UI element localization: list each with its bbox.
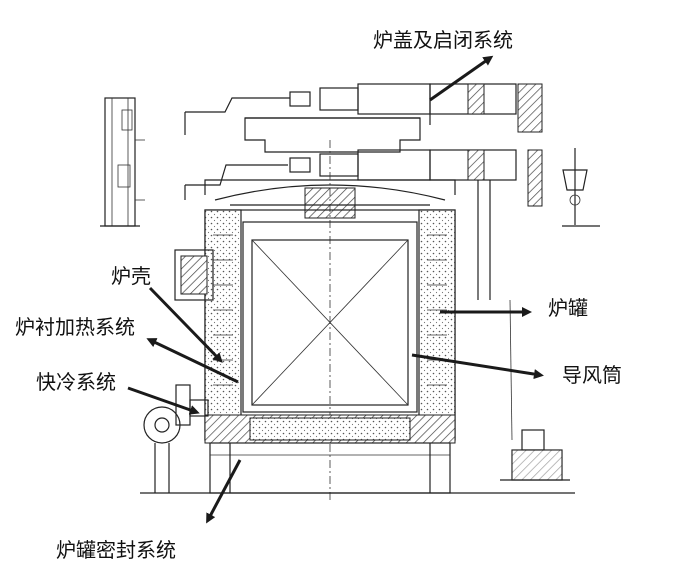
right-side-equipment [527, 148, 600, 227]
label-furnace-shell: 炉壳 [111, 264, 151, 288]
furnace-lid [204, 140, 456, 500]
cooling-fan [143, 384, 209, 493]
lid-lifting-system [184, 83, 543, 300]
arrow-lid-system [429, 55, 494, 102]
label-retort-seal: 炉罐密封系统 [56, 538, 176, 562]
furnace-body [174, 209, 456, 444]
label-retort: 炉罐 [548, 296, 588, 320]
arrow-furnace-shell [148, 286, 223, 363]
right-hydraulic-unit [500, 299, 570, 481]
arrow-lining-heating [146, 338, 239, 384]
label-air-guide: 导风筒 [562, 363, 622, 387]
arrow-air-guide [411, 353, 544, 380]
heating-elements-left [213, 234, 233, 386]
pointer-arrows [127, 55, 544, 524]
arrow-retort-seal [206, 459, 242, 524]
arrow-fast-cooling [127, 386, 200, 415]
label-lid-system: 炉盖及启闭系统 [373, 28, 513, 52]
base-frame [140, 442, 575, 494]
label-lining-heating: 炉衬加热系统 [15, 315, 135, 339]
label-fast-cooling: 快冷系统 [36, 370, 116, 394]
left-side-column [100, 97, 145, 227]
